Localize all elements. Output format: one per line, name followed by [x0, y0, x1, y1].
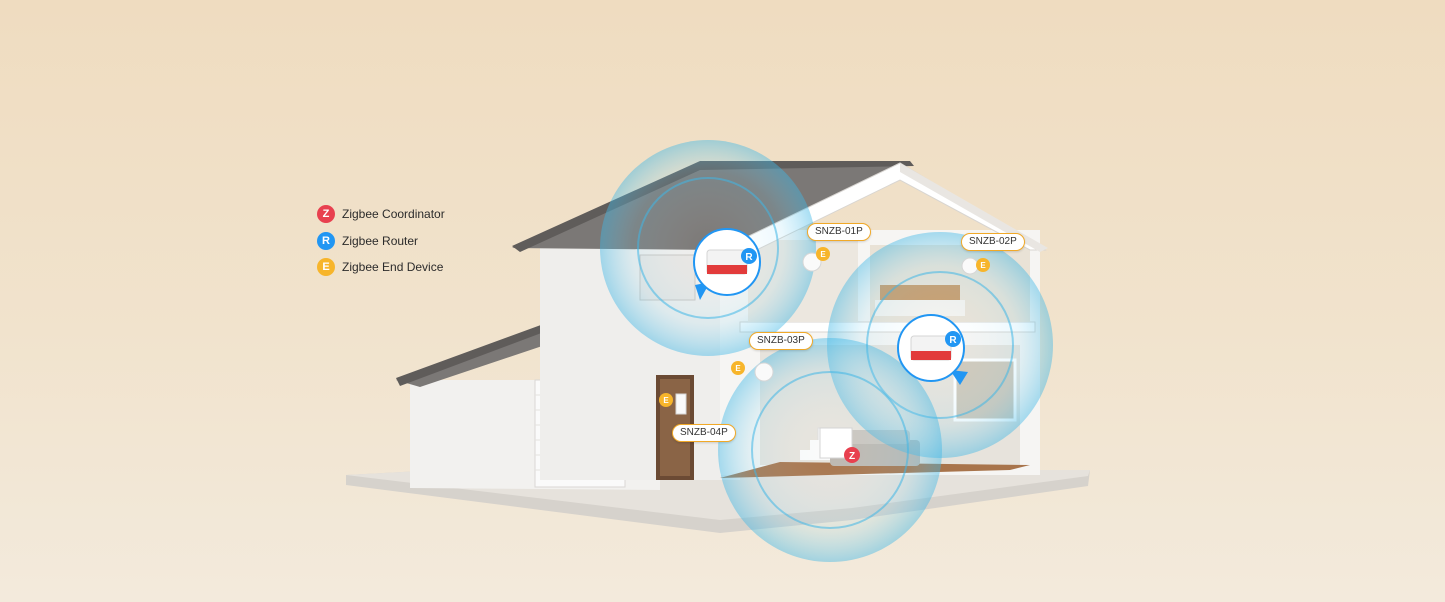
device-tag-snzb-04p: SNZB-04P — [672, 424, 736, 442]
legend-label: Zigbee Coordinator — [342, 207, 445, 221]
end-device-snzb-04p: E — [659, 393, 687, 415]
legend: Z Zigbee Coordinator R Zigbee Router E Z… — [317, 204, 445, 284]
zigbee-router-icon: R — [317, 231, 335, 250]
svg-text:E: E — [663, 396, 669, 405]
legend-label: Zigbee Router — [342, 233, 419, 248]
router-badge-letter: R — [745, 252, 753, 263]
end-device-snzb-03p: E — [731, 361, 774, 382]
end-device-snzb-01p: E — [802, 247, 830, 272]
legend-item-router: R Zigbee Router — [317, 231, 445, 251]
router-badge-letter: R — [949, 335, 957, 346]
legend-label: Zigbee End Device — [342, 260, 444, 274]
end-device-snzb-02p: E — [961, 257, 990, 275]
zigbee-end-device-icon: E — [317, 258, 335, 276]
router-device-upper: R — [693, 228, 761, 300]
device-tag-snzb-03p: SNZB-03P — [749, 332, 813, 350]
svg-text:E: E — [820, 250, 826, 259]
svg-text:E: E — [735, 364, 741, 373]
router-badge-icon — [741, 248, 757, 264]
device-tag-snzb-01p: SNZB-01P — [807, 223, 871, 241]
router-badge-icon — [945, 331, 961, 347]
legend-item-coordinator: Z Zigbee Coordinator — [317, 204, 445, 224]
coordinator-hub: Z — [819, 427, 860, 463]
router-device-right: R — [897, 314, 968, 385]
coordinator-badge-letter: Z — [849, 451, 855, 462]
svg-text:E: E — [980, 261, 986, 270]
device-tag-snzb-02p: SNZB-02P — [961, 233, 1025, 251]
zigbee-coordinator-icon: Z — [317, 205, 335, 223]
legend-item-end-device: E Zigbee End Device — [317, 257, 445, 277]
coordinator-badge-icon — [844, 447, 860, 463]
